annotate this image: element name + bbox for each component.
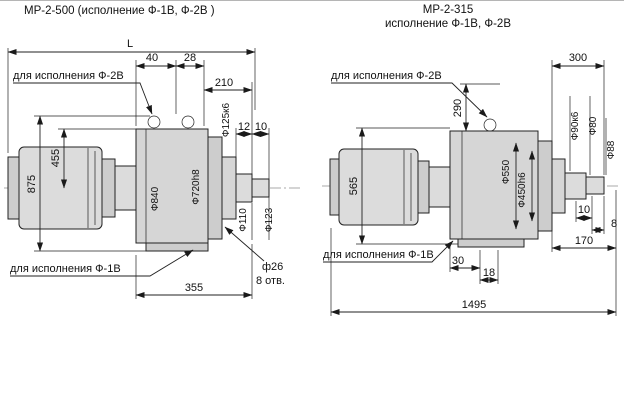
dia-label-125k6: Ф125к6: [221, 102, 232, 137]
housing-foot: [145, 242, 209, 252]
dim-30-18: 30 18: [449, 243, 499, 284]
left-drawing: МР-2-500 (исполнение Ф-1В, Ф-2В ) L: [4, 5, 302, 299]
dim-label-565: 565: [348, 177, 360, 195]
dim-label-10-left: 10: [255, 121, 267, 133]
dim-label-18: 18: [483, 267, 495, 279]
dim-290: 290: [452, 83, 500, 132]
dia-label-450h6: Ф450h6: [517, 172, 528, 208]
diameter-labels-shaft: Ф90к6 Ф80 Ф88: [569, 96, 617, 175]
dim-label-10-right: 10: [578, 204, 590, 216]
gearbox-housing: [449, 130, 539, 240]
right-title-line1: МР-2-315: [423, 4, 474, 16]
leader-line: [323, 240, 454, 263]
dim-label-L: L: [127, 38, 133, 50]
hole-count-label: 8 отв.: [256, 275, 285, 287]
note-f2v-right: для исполнения Ф-2В: [331, 70, 488, 118]
housing-foot: [457, 238, 525, 248]
output-shaft: [564, 172, 587, 200]
dia-label-720h8: Ф720h8: [191, 169, 202, 205]
dim-1495: 1495: [330, 228, 617, 316]
dia-label-550: Ф550: [501, 159, 512, 184]
dia-label-80: Ф80: [588, 116, 599, 135]
dim-300: 300: [551, 52, 605, 175]
note-f2v-right-label: для исполнения Ф-2В: [331, 70, 442, 82]
motor-end-cap: [329, 158, 340, 216]
left-title: МР-2-500 (исполнение Ф-1В, Ф-2В ): [24, 5, 215, 17]
output-shaft-end: [251, 178, 270, 198]
leader-line: [10, 249, 194, 277]
eyebolt-icon: [483, 118, 497, 132]
dim-label-40: 40: [146, 52, 158, 64]
dim-label-290: 290: [452, 99, 464, 117]
note-f1v-left-label: для исполнения Ф-1В: [10, 263, 121, 275]
dim-label-355: 355: [185, 282, 203, 294]
eyebolt-icon: [181, 115, 195, 129]
dia-label-840: Ф840: [150, 186, 161, 211]
right-machine: [329, 118, 605, 248]
dim-label-300: 300: [569, 52, 587, 64]
dim-label-28: 28: [184, 52, 196, 64]
note-f1v-right: для исполнения Ф-1В: [323, 240, 454, 263]
eyebolt-icon: [147, 115, 161, 129]
dim-355: 355: [135, 244, 253, 299]
motor-end-cap: [7, 156, 20, 220]
dim-455: 455: [50, 128, 136, 189]
diameter-labels-housing: Ф550 Ф450h6: [501, 142, 536, 230]
right-drawing: МР-2-315 исполнение Ф-1В, Ф-2В 300: [322, 4, 620, 316]
dim-8: 8: [591, 196, 617, 234]
dim-label-455: 455: [50, 149, 62, 167]
dia-label-110: Ф110: [238, 208, 249, 232]
hole-dia-label: ф26: [262, 261, 283, 273]
coupling-barrel: [114, 165, 137, 211]
dim-label-1495: 1495: [462, 299, 486, 311]
dia-label-90k6: Ф90к6: [570, 111, 581, 140]
dim-label-170: 170: [575, 235, 593, 247]
output-flange: [207, 136, 223, 240]
dim-L: L: [7, 38, 256, 153]
dim-875: 875: [26, 115, 150, 252]
note-f1v-right-label: для исполнения Ф-1В: [323, 249, 434, 261]
leader-line: [331, 82, 488, 118]
coupling-flange: [417, 160, 430, 214]
dim-565: 565: [348, 127, 458, 245]
coupling-barrel: [428, 166, 451, 208]
leader-line: [13, 82, 153, 115]
coupling-flange: [101, 158, 116, 218]
dim-12-10: 12 10: [235, 121, 270, 240]
dim-label-8: 8: [611, 218, 617, 230]
output-step: [221, 156, 237, 220]
dim-label-210: 210: [215, 77, 233, 89]
note-f1v-left: для исполнения Ф-1В: [10, 249, 194, 277]
dia-label-88: Ф88: [606, 140, 617, 159]
dim-210: 210: [203, 77, 253, 179]
right-title-line2: исполнение Ф-1В, Ф-2В: [385, 18, 511, 30]
dim-170: 170: [551, 190, 617, 316]
dim-40-28: 40 28: [135, 52, 205, 126]
dia-label-123: Ф123: [264, 207, 275, 232]
note-f2v-left: для исполнения Ф-2В: [13, 70, 153, 115]
dim-label-875: 875: [26, 175, 38, 193]
dim-10-right: 10: [575, 196, 593, 234]
dim-label-30: 30: [452, 255, 464, 267]
gearbox-housing: [135, 128, 209, 244]
output-shaft: [235, 173, 253, 203]
output-shaft-end: [585, 176, 605, 195]
diameter-labels-left: Ф125к6 Ф720h8 Ф840 Ф110 Ф123: [150, 102, 275, 240]
holes-callout: ф26 8 отв.: [224, 226, 285, 287]
dim-label-12: 12: [238, 121, 250, 133]
output-step: [551, 158, 566, 214]
note-f2v-left-label: для исполнения Ф-2В: [13, 70, 124, 82]
leader-line: [224, 226, 265, 262]
output-flange: [537, 140, 553, 232]
